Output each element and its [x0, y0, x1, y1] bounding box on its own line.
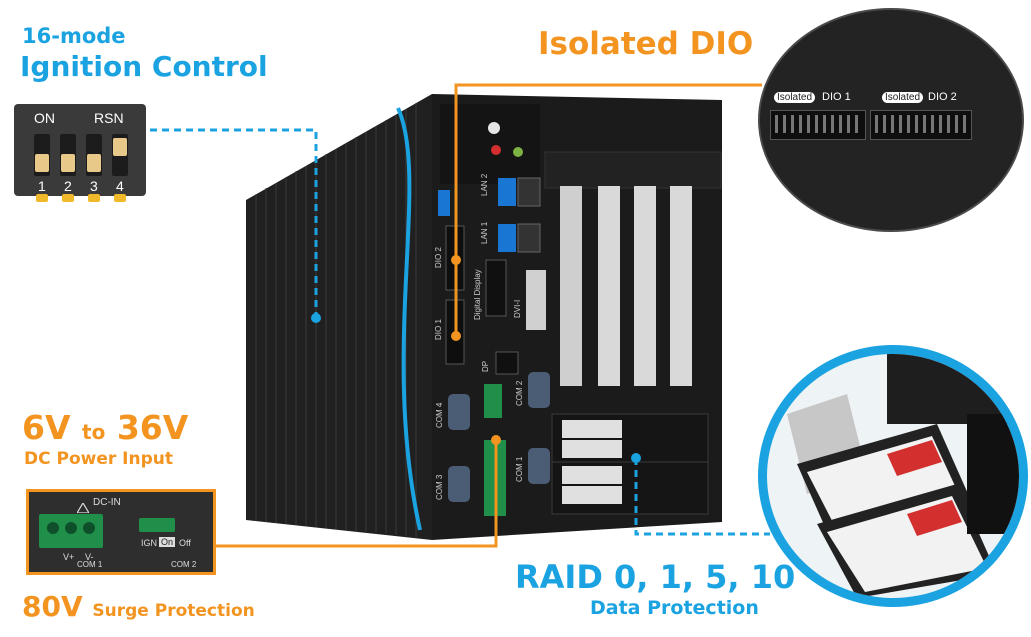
com2-label: COM 2 [515, 380, 524, 406]
dip-number-1: 1 [38, 178, 46, 194]
isolated-dio-title: Isolated DIO [538, 26, 754, 62]
ignition-control-title: Ignition Control [20, 50, 268, 83]
ignition-leader-dot [311, 313, 321, 323]
audio-line-jack [513, 147, 523, 157]
inset-dcin-label: DC-IN [93, 497, 121, 508]
power-leader-dot [491, 435, 501, 445]
inset-off-label: Off [179, 538, 191, 548]
inset-vplus-label: V+ [63, 552, 75, 562]
chassis-accent-stripe [396, 107, 422, 531]
inset-com1-label: COM 1 [77, 560, 103, 569]
power-input-subtitle: DC Power Input [24, 449, 174, 469]
dip-switch-4[interactable] [112, 134, 128, 176]
ssd-tray-closeup-inset [758, 345, 1028, 607]
inset-ign-label: IGN [141, 538, 158, 548]
dio1-isolated-badge: Isolated [774, 92, 816, 103]
raid-subtitle: Data Protection [590, 597, 759, 619]
voltage-high: 36V [116, 408, 189, 447]
com1-label: COM 1 [515, 456, 524, 482]
power-input-inset: DC-IN IGN On Off V+ V- COM 1 COM 2 [26, 489, 216, 575]
com4-label: COM 4 [435, 402, 444, 428]
dio-leader-dot-1 [451, 255, 461, 265]
device-dio2-label: DIO 2 [434, 247, 443, 268]
surge-label: Surge Protection [92, 601, 255, 621]
audio-mic-jack [491, 145, 501, 155]
dio2-label: DIO 2 [928, 91, 957, 103]
ignition-mode-label: 16-mode [22, 24, 126, 48]
dp-label: DP [481, 361, 490, 372]
power-button-icon [488, 122, 500, 134]
surge-value: 80V [22, 590, 83, 623]
com3-label: COM 3 [435, 474, 444, 500]
power-voltage-range: 6V to 36V [22, 408, 188, 447]
raid-leader-dot [631, 453, 641, 463]
ign-terminal-block [139, 518, 175, 532]
dvi-label: DVI-I [513, 300, 522, 318]
dio-leader-dot-2 [451, 331, 461, 341]
device-dio1-label: DIO 1 [434, 319, 443, 340]
dip-switch-1[interactable] [34, 134, 50, 176]
voltage-low: 6V [22, 408, 71, 447]
dc-terminal-block [39, 514, 103, 548]
dip-number-2: 2 [64, 178, 72, 194]
inset-com2-label: COM 2 [171, 560, 197, 569]
ignition-dip-switch: ON RSN 1 2 3 4 [14, 104, 146, 202]
dio1-label: DIO 1 [822, 91, 851, 103]
lan2-label: LAN 2 [480, 173, 489, 196]
raid-title: RAID 0, 1, 5, 10 [515, 558, 796, 596]
dio1-connector [770, 110, 866, 140]
digital-display-label: Digital Display [473, 269, 482, 320]
surge-protection: 80V Surge Protection [22, 590, 255, 623]
dip-switch-2[interactable] [60, 134, 76, 176]
dio2-connector [870, 110, 972, 140]
dio2-isolated-badge: Isolated [882, 92, 924, 103]
inset-on-label: On [159, 537, 176, 547]
lan1-label: LAN 1 [480, 221, 489, 244]
dip-switch-3[interactable] [86, 134, 102, 176]
dip-on-label: ON [34, 110, 55, 126]
power-leader-line [213, 440, 498, 548]
dip-number-4: 4 [116, 178, 124, 194]
ignition-leader-line [150, 128, 318, 318]
dio-closeup-inset: Isolated DIO 1 Isolated DIO 2 [758, 8, 1024, 232]
voltage-to: to [82, 420, 106, 444]
dip-number-3: 3 [90, 178, 98, 194]
inset-vminus-label: V- [85, 552, 94, 562]
dip-rsn-label: RSN [94, 110, 124, 126]
raid-leader-line [634, 458, 770, 536]
dio-leader-line [454, 83, 762, 336]
